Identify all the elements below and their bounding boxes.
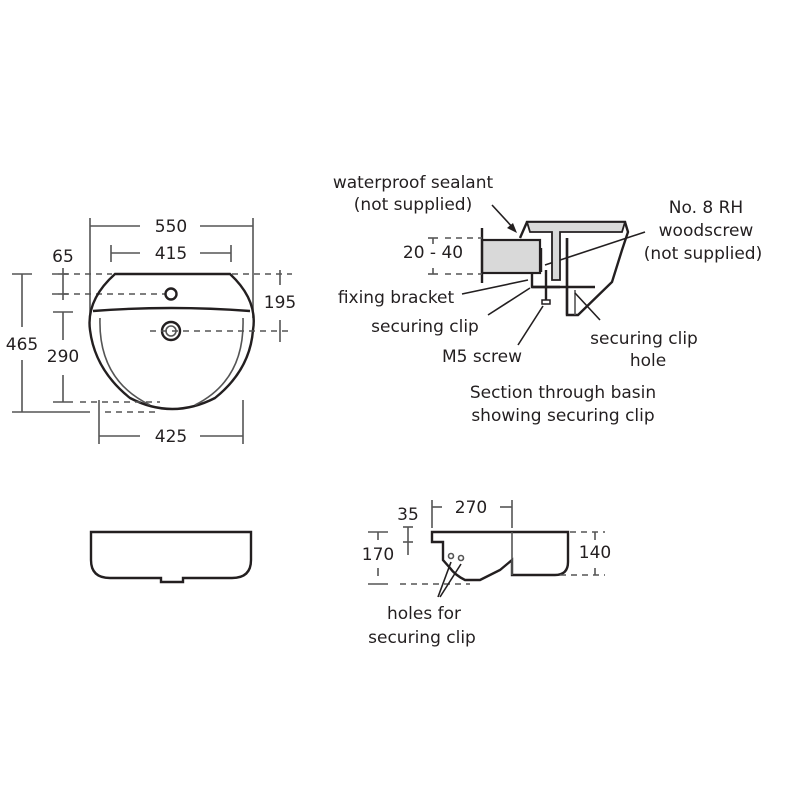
label-holes-1: holes for	[387, 604, 461, 624]
dim-425: 425	[155, 427, 187, 447]
dim-290: 290	[47, 347, 79, 367]
caption-line-1: Section through basin	[470, 383, 656, 403]
label-m5-screw: M5 screw	[442, 347, 522, 367]
label-fixing-bracket: fixing bracket	[338, 288, 455, 308]
label-clip-hole-2: hole	[630, 351, 666, 371]
dim-415: 415	[155, 244, 187, 264]
dim-170: 170	[362, 545, 394, 565]
dim-465: 465	[6, 335, 38, 355]
tap-hole-icon	[164, 287, 178, 301]
label-sealant-2: (not supplied)	[354, 195, 472, 215]
label-sealant-1: waterproof sealant	[333, 173, 494, 193]
label-woodscrew-1: No. 8 RH	[669, 198, 743, 218]
label-holes-2: securing clip	[368, 628, 476, 648]
section-detail: waterproof sealant (not supplied) No. 8 …	[333, 173, 762, 426]
dim-140: 140	[579, 543, 611, 563]
label-woodscrew-3: (not supplied)	[644, 244, 762, 264]
caption-line-2: showing securing clip	[471, 406, 654, 426]
label-securing-clip: securing clip	[371, 317, 479, 337]
worktop	[480, 238, 542, 275]
dim-270: 270	[455, 498, 487, 518]
dim-35: 35	[397, 505, 419, 525]
dim-20-40: 20 - 40	[403, 243, 463, 263]
dim-65: 65	[52, 247, 74, 267]
side-view: 270 35 170 140 holes for securing clip	[362, 498, 611, 648]
dim-550: 550	[155, 217, 187, 237]
dim-195: 195	[264, 293, 296, 313]
plan-view: 550 415 65 195	[6, 217, 296, 447]
front-elevation	[89, 530, 253, 584]
label-clip-hole-1: securing clip	[590, 329, 698, 349]
label-woodscrew-2: woodscrew	[659, 221, 754, 241]
